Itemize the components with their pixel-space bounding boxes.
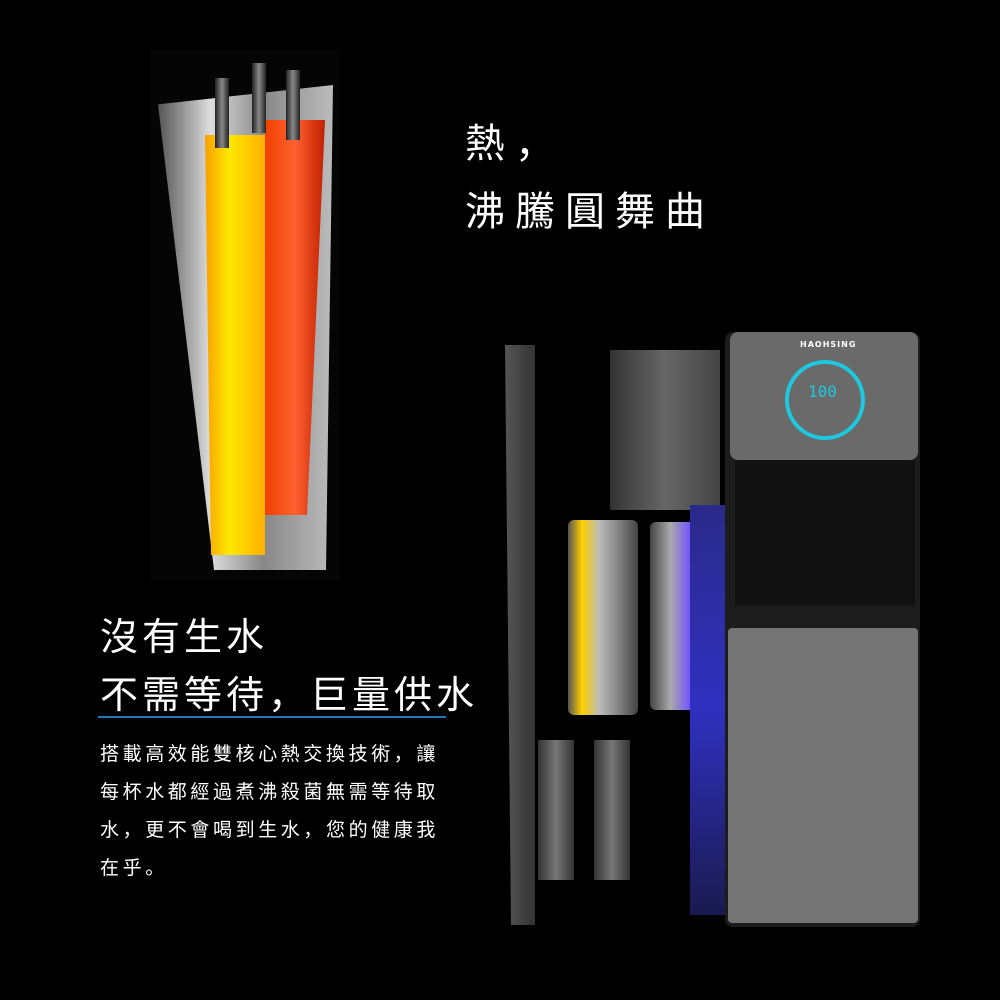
brand-logo: HAOHSING xyxy=(800,340,857,349)
internal-frame xyxy=(690,505,725,915)
description-line: 水，更不會喝到生水，您的健康我 xyxy=(100,819,440,841)
filter-cartridge xyxy=(594,740,630,880)
pipe xyxy=(252,63,266,133)
description: 搭載高效能雙核心熱交換技術，讓 每杯水都經過煮沸殺菌無需等待取 水，更不會喝到生… xyxy=(100,735,460,887)
temperature-display: 100 xyxy=(808,382,837,401)
top-tank xyxy=(610,350,720,510)
title-line: 熱， xyxy=(465,121,565,167)
description-line: 每杯水都經過煮沸殺菌無需等待取 xyxy=(100,781,440,803)
headline: 沒有生水 不需等待，巨量供水 xyxy=(100,608,478,724)
headline-line: 不需等待，巨量供水 xyxy=(100,673,479,717)
heater-cylinder xyxy=(568,520,638,715)
pipe xyxy=(286,70,300,140)
title-line: 沸騰圓舞曲 xyxy=(465,189,715,235)
filter-cartridge xyxy=(538,740,574,880)
description-line: 在乎。 xyxy=(100,857,168,879)
pipe xyxy=(215,78,229,148)
side-door-panel xyxy=(505,345,535,925)
hot-chamber xyxy=(205,135,265,555)
dispensing-area xyxy=(735,460,915,605)
page-title: 熱， 沸騰圓舞曲 xyxy=(465,110,715,246)
divider xyxy=(98,716,446,718)
lower-cabinet-door xyxy=(728,628,918,923)
headline-line: 沒有生水 xyxy=(100,615,269,659)
display-ring xyxy=(785,360,865,440)
description-line: 搭載高效能雙核心熱交換技術，讓 xyxy=(100,743,440,765)
